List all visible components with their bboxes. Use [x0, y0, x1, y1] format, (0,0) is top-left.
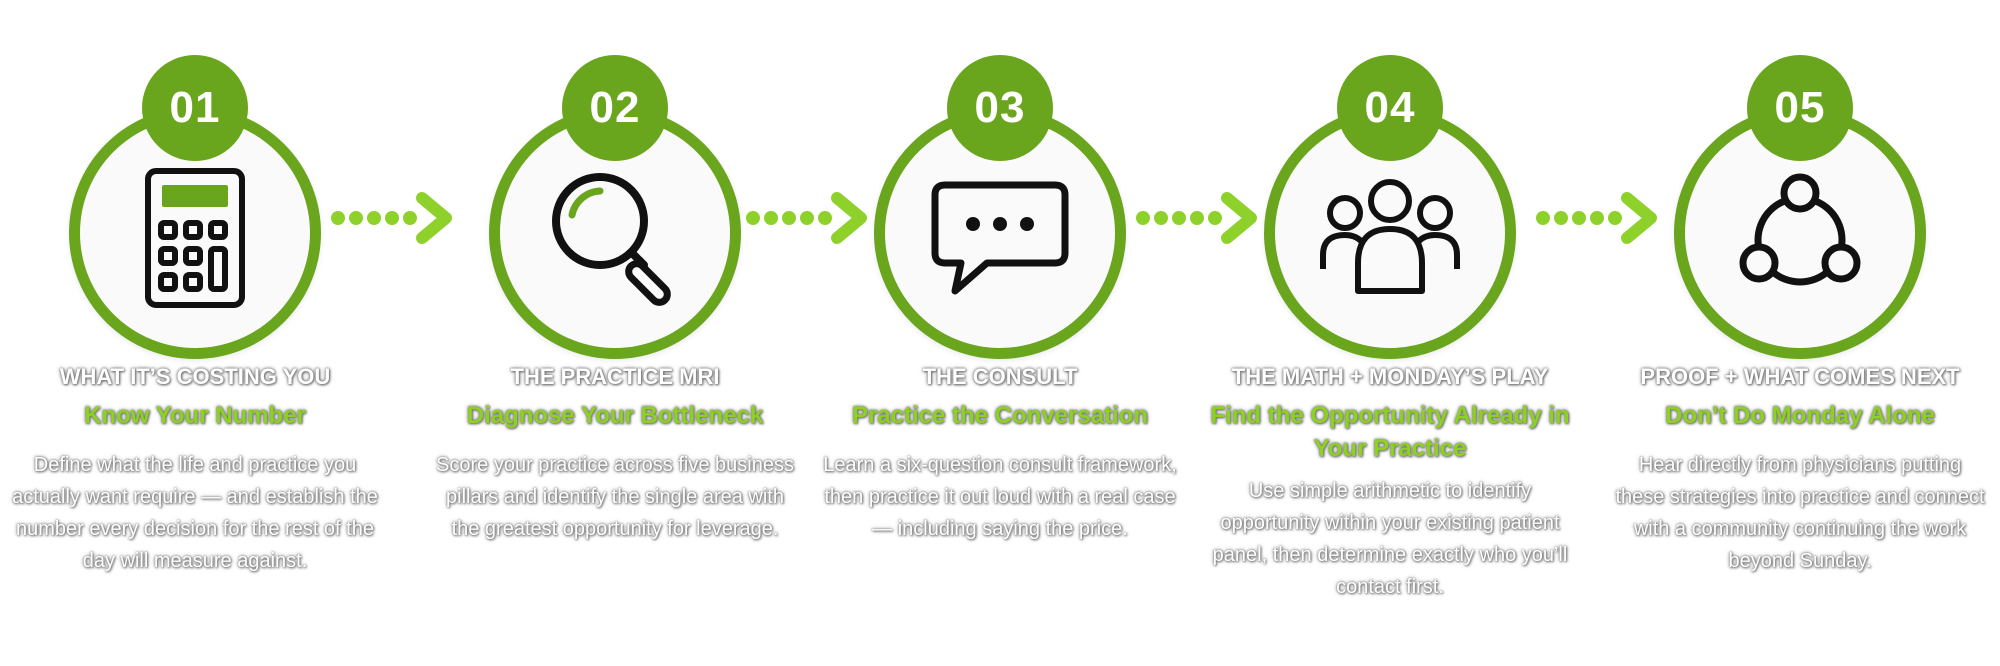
magnifier-icon: [552, 173, 671, 306]
step-3-description: Learn a six-question consult framework, …: [823, 454, 1177, 540]
step-1-subtitle: Know Your Number: [84, 402, 306, 429]
step-4-subtitle: Find the Opportunity Already in Your Pra…: [1210, 402, 1570, 462]
step-4-description: Use simple arithmetic to identify opport…: [1212, 480, 1568, 598]
flow-arrow-3: [1136, 192, 1257, 244]
step-2-description: Score your practice across five business…: [436, 454, 794, 540]
step-4-number: 04: [1337, 55, 1443, 161]
step-3-title: THE CONSULT: [922, 364, 1078, 389]
step-4-title: THE MATH + MONDAY’S PLAY: [1231, 364, 1549, 389]
flow-arrow-2: [746, 192, 867, 244]
step-3-number: 03: [947, 55, 1053, 161]
step-3-subtitle: Practice the Conversation: [851, 402, 1149, 429]
step-5-number: 05: [1747, 55, 1853, 161]
flow-arrow-4: [1536, 192, 1657, 244]
step-5-subtitle: Don’t Do Monday Alone: [1665, 402, 1935, 429]
step-1-description: Define what the life and practice you ac…: [12, 454, 378, 572]
network-icon: [1739, 173, 1861, 286]
step-2-title: THE PRACTICE MRI: [510, 364, 720, 389]
calculator-icon: [145, 168, 245, 308]
chat-bubble-icon: [931, 181, 1069, 295]
flow-arrow-1: [331, 192, 452, 244]
step-2-subtitle: Diagnose Your Bottleneck: [466, 402, 764, 429]
step-1-number: 01: [142, 55, 248, 161]
step-5-description: Hear directly from physicians putting th…: [1615, 454, 1985, 572]
step-1-title: WHAT IT’S COSTING YOU: [59, 364, 331, 389]
step-2-number: 02: [562, 55, 668, 161]
step-5-title: PROOF + WHAT COMES NEXT: [1640, 364, 1960, 389]
people-group-icon: [1320, 179, 1460, 294]
